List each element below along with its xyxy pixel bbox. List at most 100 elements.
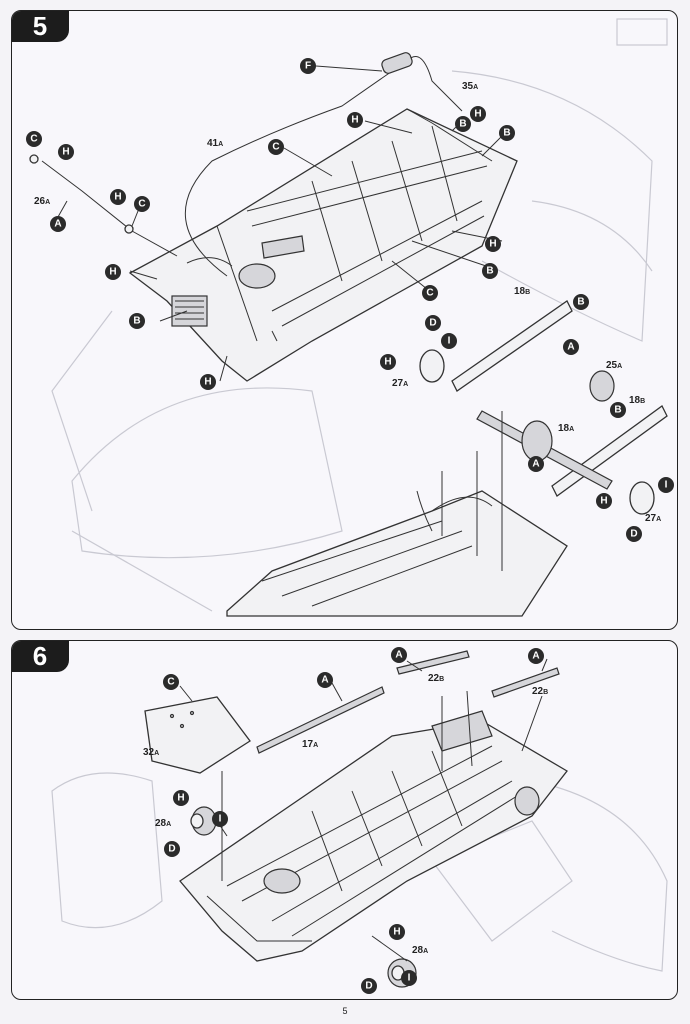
svg-text:H: H	[393, 927, 400, 938]
differential-part	[521, 420, 553, 462]
svg-text:C: C	[30, 134, 37, 145]
hubs	[190, 806, 417, 988]
callout-badge: H	[485, 236, 501, 252]
callout-badges: F H B B H C C H H C A H B H B C H D I H …	[26, 58, 674, 542]
svg-text:B: B	[577, 297, 584, 308]
svg-text:B: B	[459, 119, 466, 130]
svg-text:I: I	[448, 336, 451, 347]
chassis-bottom	[226, 411, 568, 617]
engine-part	[238, 263, 276, 289]
step-number: 5	[12, 11, 69, 42]
svg-text:H: H	[177, 793, 184, 804]
part-label-35a: 35A	[462, 81, 478, 92]
rear-axle	[419, 300, 668, 515]
callout-badge: B	[129, 313, 145, 329]
exhaust-pipe	[29, 52, 463, 277]
svg-text:B: B	[614, 405, 621, 416]
svg-text:A: A	[54, 219, 61, 230]
svg-text:H: H	[474, 109, 481, 120]
callout-badge: C	[422, 285, 438, 301]
svg-text:H: H	[62, 147, 69, 158]
callout-badge: D	[425, 315, 441, 331]
callout-badge: I	[658, 477, 674, 493]
callout-badge: A	[528, 456, 544, 472]
differential-part	[514, 786, 540, 816]
callout-badge: D	[626, 526, 642, 542]
ghost-background	[51, 772, 668, 972]
part-label-22b-left: 22B	[428, 673, 444, 684]
callout-badge: H	[200, 374, 216, 390]
part-label-27a-left: 27A	[392, 378, 408, 389]
svg-text:H: H	[351, 115, 358, 126]
svg-text:A: A	[532, 459, 539, 470]
callout-badge: H	[58, 144, 74, 160]
step-5-panel: 5	[11, 10, 678, 630]
svg-text:A: A	[567, 342, 574, 353]
callout-badge: H	[596, 493, 612, 509]
part-label-22b-right: 22B	[532, 686, 548, 697]
callout-badge: H	[105, 264, 121, 280]
svg-text:H: H	[384, 357, 391, 368]
callout-badge: B	[573, 294, 589, 310]
svg-text:H: H	[114, 192, 121, 203]
bracket-part	[261, 235, 305, 259]
step-5-diagram: 41A 35A 26A 18B 25A 27A 18A 18B 27A F H …	[26, 18, 674, 617]
callout-badge: A	[563, 339, 579, 355]
svg-text:F: F	[305, 61, 311, 72]
leader-lines	[53, 65, 503, 382]
callout-badge: H	[389, 924, 405, 940]
part-label-28a-left: 28A	[155, 818, 171, 829]
svg-text:B: B	[486, 266, 493, 277]
svg-text:H: H	[489, 239, 496, 250]
callout-badge: D	[164, 841, 180, 857]
callout-badge: H	[347, 112, 363, 128]
callout-badge: I	[212, 811, 228, 827]
step-6-panel: 6	[11, 640, 678, 1000]
callout-badge: F	[300, 58, 316, 74]
callout-badge: A	[317, 672, 333, 688]
callout-badge: B	[482, 263, 498, 279]
callout-badge: C	[134, 196, 150, 212]
part-label-26a: 26A	[34, 196, 50, 207]
page-number: 5	[342, 1006, 348, 1016]
svg-text:D: D	[429, 318, 436, 329]
callout-badge: A	[528, 648, 544, 664]
part-label-18b-top: 18B	[514, 286, 530, 297]
callout-badge: A	[50, 216, 66, 232]
part-labels: 32A 17A 22B 22B 28A 28A	[143, 673, 548, 956]
svg-text:I: I	[665, 480, 668, 491]
svg-text:I: I	[219, 814, 222, 825]
svg-text:B: B	[133, 316, 140, 327]
svg-text:C: C	[167, 677, 174, 688]
part-label-17a: 17A	[302, 739, 318, 750]
svg-text:H: H	[600, 496, 607, 507]
svg-text:D: D	[630, 529, 637, 540]
chassis	[179, 710, 568, 962]
part-32a-panel	[144, 696, 251, 774]
callout-badge: H	[380, 354, 396, 370]
svg-text:I: I	[408, 973, 411, 984]
svg-text:H: H	[109, 267, 116, 278]
callout-badge: C	[163, 674, 179, 690]
engine-part	[263, 868, 301, 894]
part-label-27a-right: 27A	[645, 513, 661, 524]
callout-badge: B	[499, 125, 515, 141]
callout-badge: H	[470, 106, 486, 122]
svg-text:D: D	[365, 981, 372, 992]
callout-badge: H	[110, 189, 126, 205]
callout-badge: B	[455, 116, 471, 132]
ghost-background	[51, 18, 668, 612]
part-labels: 41A 35A 26A 18B 25A 27A 18A 18B 27A	[34, 81, 661, 524]
svg-text:H: H	[204, 377, 211, 388]
svg-text:D: D	[168, 844, 175, 855]
callout-badge: C	[26, 131, 42, 147]
part-label-28a-right: 28A	[412, 945, 428, 956]
callout-badge: I	[401, 970, 417, 986]
callout-badge: D	[361, 978, 377, 994]
step-6-diagram: 32A 17A 22B 22B 28A 28A C A A A H I D H …	[51, 647, 668, 994]
svg-text:A: A	[321, 675, 328, 686]
part-label-18b-right: 18B	[629, 395, 645, 406]
callout-badge: C	[268, 139, 284, 155]
chassis-top	[128, 108, 518, 382]
rods	[256, 650, 560, 754]
